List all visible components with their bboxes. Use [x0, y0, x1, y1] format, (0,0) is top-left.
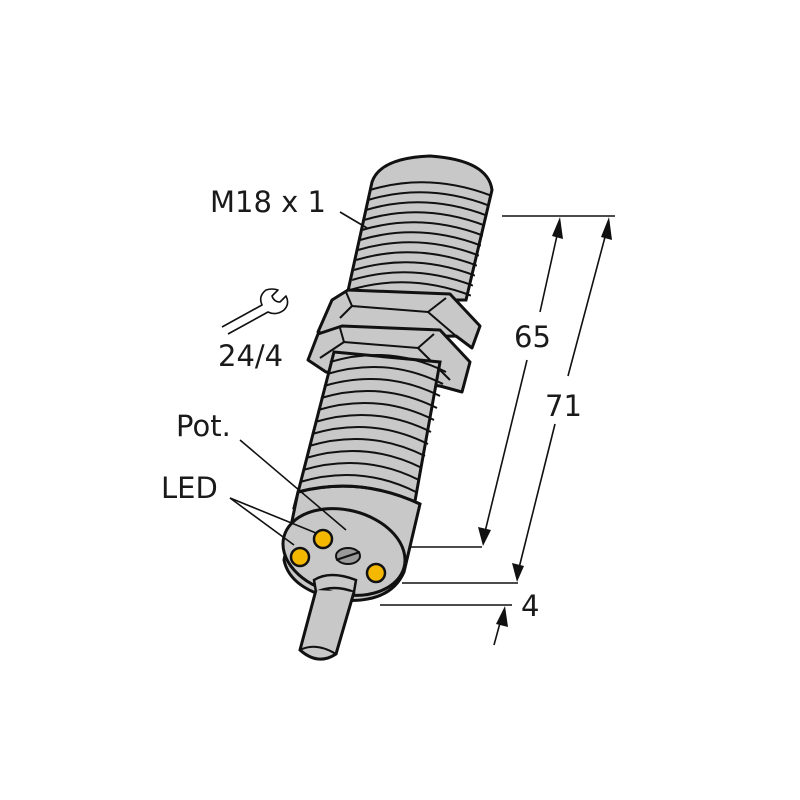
- upper-thread-body: [344, 154, 494, 302]
- led-3: [365, 562, 387, 584]
- dimension-71-label: 71: [545, 389, 582, 423]
- dim-71-line-bottom: [516, 423, 556, 577]
- potentiometer-label: Pot.: [176, 409, 231, 443]
- wrench-icon: [221, 288, 289, 335]
- led-label: LED: [161, 471, 218, 505]
- led-1: [312, 528, 334, 550]
- led-indicators: [289, 528, 387, 584]
- dim-71-line-top: [567, 221, 610, 377]
- leader-led-2: [229, 497, 295, 546]
- leader-lines: [229, 211, 368, 546]
- potentiometer: [335, 547, 361, 565]
- dim-65-line-bottom: [482, 359, 528, 541]
- dimension-arrows: [478, 217, 612, 627]
- dimension-4-label: 4: [521, 589, 540, 623]
- led-2: [289, 546, 311, 568]
- leader-pot: [239, 439, 347, 531]
- leader-thread: [339, 211, 368, 229]
- leader-led-1: [229, 497, 317, 534]
- thread-size-label: M18 x 1: [210, 185, 326, 219]
- dimension-lines: [380, 215, 615, 646]
- cable: [298, 573, 358, 661]
- dimension-65-label: 65: [514, 320, 551, 354]
- wrench-size-label: 24/4: [218, 339, 284, 373]
